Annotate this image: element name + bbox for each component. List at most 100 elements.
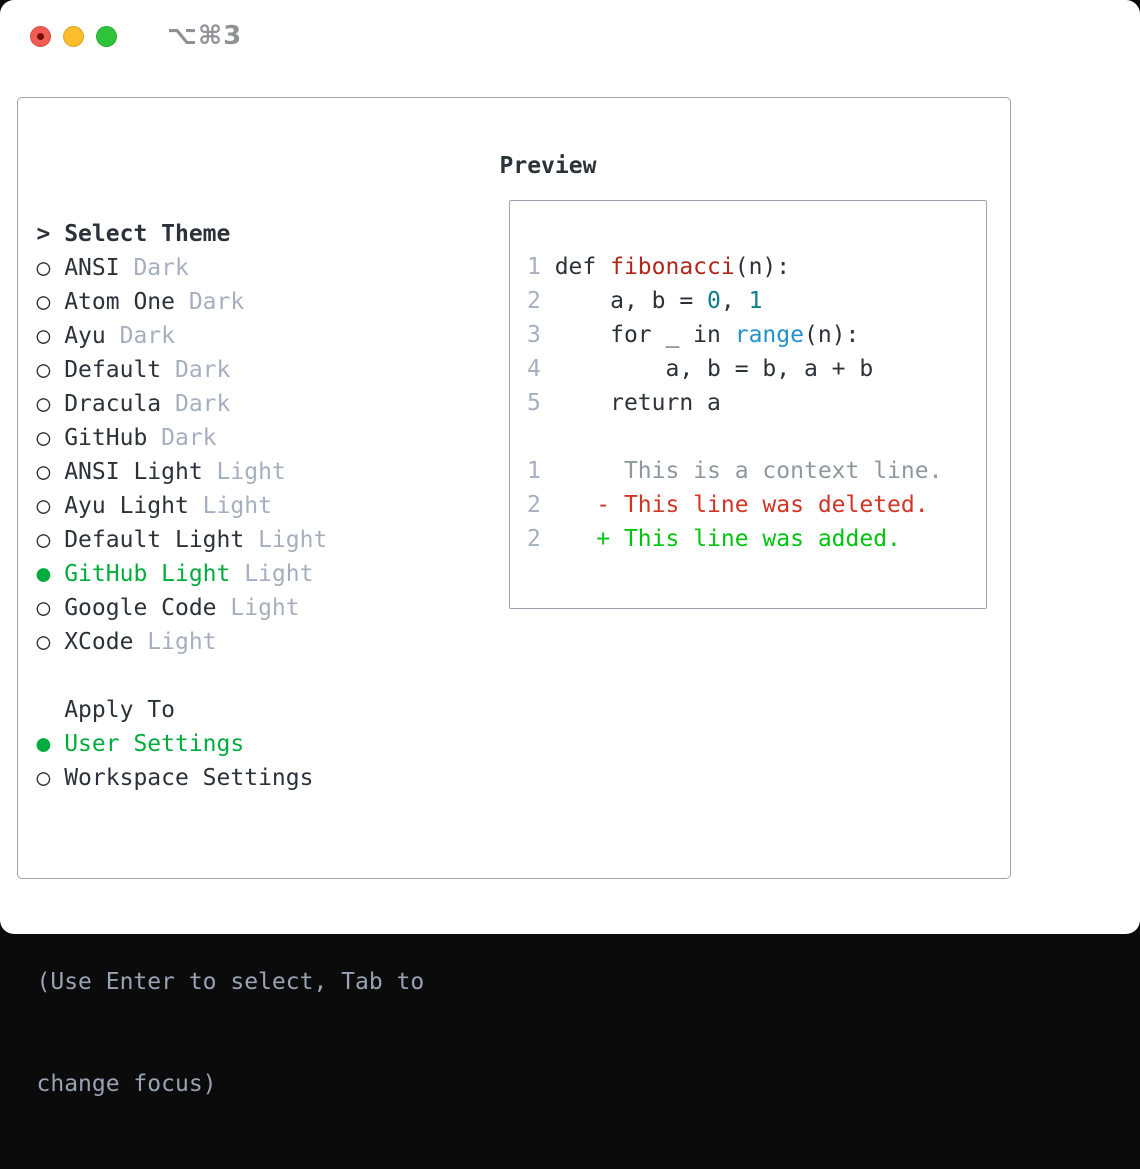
diff-line-deleted: 2 - This line was deleted. <box>527 488 986 522</box>
code-token: , <box>720 288 749 314</box>
code-token: fibonacci <box>610 254 735 280</box>
radio-selected-icon: ● <box>36 730 65 757</box>
theme-option-atom-one[interactable]: ○ Atom One Dark <box>37 285 425 319</box>
code-line: 5 return a <box>527 386 986 420</box>
theme-name: Ayu Light <box>64 492 189 519</box>
theme-list: > Select Theme○ ANSI Dark○ Atom One Dark… <box>37 217 425 795</box>
minimize-button[interactable] <box>63 26 84 47</box>
theme-option-github[interactable]: ○ GitHub Dark <box>37 421 425 455</box>
line-number: 4 <box>527 356 555 382</box>
space-marker <box>596 458 624 484</box>
apply-option-user-settings[interactable]: ● User Settings <box>37 727 425 761</box>
code-token: (n): <box>734 254 791 280</box>
theme-name: Default Light <box>64 526 245 553</box>
radio-icon: ○ <box>36 628 65 655</box>
theme-option-ayu[interactable]: ○ Ayu Dark <box>37 319 425 353</box>
theme-name: GitHub <box>64 424 148 451</box>
theme-name: Ayu <box>64 322 106 349</box>
minus-icon: - <box>596 492 624 518</box>
code-line: 3 for _ in range(n): <box>527 318 986 352</box>
radio-icon: ○ <box>36 390 65 417</box>
theme-option-github-light[interactable]: ● GitHub Light Light <box>37 557 425 591</box>
apply-option-label: User Settings <box>64 730 245 757</box>
theme-picker: > Select Theme○ ANSI Dark○ Atom One Dark… <box>37 149 425 1169</box>
radio-icon: ○ <box>36 288 65 315</box>
line-number: 2 <box>527 526 541 552</box>
radio-icon: ○ <box>36 424 65 451</box>
maximize-button[interactable] <box>96 26 117 47</box>
code-token: def <box>554 254 611 280</box>
theme-variant: Light <box>188 492 272 519</box>
theme-option-xcode[interactable]: ○ XCode Light <box>37 625 425 659</box>
app-window: ⌥⌘3 > Select Theme○ ANSI Dark○ Atom One … <box>0 0 1140 1097</box>
code-token: 1 <box>748 288 763 314</box>
theme-name: ANSI <box>64 254 120 281</box>
diff-text: This line was added. <box>623 526 901 552</box>
traffic-lights <box>30 26 117 47</box>
theme-picker-panel: > Select Theme○ ANSI Dark○ Atom One Dark… <box>17 97 1011 1097</box>
theme-name: XCode <box>64 628 134 655</box>
code-line: 1 def fibonacci(n): <box>527 250 986 284</box>
theme-name: Dracula <box>64 390 162 417</box>
radio-icon: ○ <box>36 356 65 383</box>
apply-to-label: Apply To <box>64 696 175 723</box>
code-token: a, b = b, a + b <box>554 356 874 382</box>
theme-variant: Light <box>133 628 217 655</box>
radio-selected-icon: ● <box>36 560 65 587</box>
radio-icon: ○ <box>36 492 65 519</box>
theme-option-dracula[interactable]: ○ Dracula Dark <box>37 387 425 421</box>
hint-text-line-1: (Use Enter to select, Tab to <box>36 968 425 995</box>
line-number: 3 <box>527 322 555 348</box>
theme-variant: Light <box>230 560 314 587</box>
select-theme-title: > Select Theme <box>37 217 425 251</box>
theme-option-ansi-light[interactable]: ○ ANSI Light Light <box>37 455 425 489</box>
theme-variant: Dark <box>147 424 217 451</box>
diff-text: This line was deleted. <box>623 492 929 518</box>
radio-icon: ○ <box>36 526 65 553</box>
theme-variant: Dark <box>174 288 245 315</box>
code-token: return a <box>554 390 721 416</box>
apply-option-workspace-settings[interactable]: ○ Workspace Settings <box>37 761 425 795</box>
prompt-caret-icon: > <box>36 220 65 247</box>
theme-variant: Dark <box>161 390 231 417</box>
theme-name: ANSI Light <box>64 458 203 485</box>
theme-variant: Light <box>244 526 328 553</box>
line-number: 2 <box>527 288 555 314</box>
theme-option-ansi[interactable]: ○ ANSI Dark <box>37 251 425 285</box>
theme-name: Google Code <box>64 594 217 621</box>
apply-to-title: Apply To <box>37 693 425 727</box>
theme-option-ayu-light[interactable]: ○ Ayu Light Light <box>37 489 425 523</box>
code-token: (n): <box>803 322 860 348</box>
theme-option-default-light[interactable]: ○ Default Light Light <box>37 523 425 557</box>
radio-icon: ○ <box>36 594 65 621</box>
code-line: 4 a, b = b, a + b <box>527 352 986 386</box>
keyboard-shortcut-label: ⌥⌘3 <box>167 21 243 51</box>
line-number: 1 <box>527 254 555 280</box>
close-button[interactable] <box>30 26 51 47</box>
line-number: 1 <box>527 458 541 484</box>
code-token: a, b = <box>554 288 708 314</box>
theme-variant: Light <box>202 458 286 485</box>
diff-text: This is a context line. <box>623 458 943 484</box>
theme-name: GitHub Light <box>64 560 231 587</box>
section-gap <box>37 863 425 897</box>
theme-variant: Dark <box>105 322 175 349</box>
theme-option-google-code[interactable]: ○ Google Code Light <box>37 591 425 625</box>
code-token: for _ in <box>554 322 735 348</box>
theme-variant: Dark <box>119 254 189 281</box>
select-theme-label: Select Theme <box>64 220 231 247</box>
theme-name: Default <box>64 356 162 383</box>
plus-icon: + <box>596 526 624 552</box>
radio-icon: ○ <box>36 254 65 281</box>
theme-option-default[interactable]: ○ Default Dark <box>37 353 425 387</box>
preview-title: Preview <box>499 152 597 179</box>
radio-icon: ○ <box>36 458 65 485</box>
radio-icon: ○ <box>36 322 65 349</box>
theme-variant: Dark <box>161 356 231 383</box>
line-number: 2 <box>527 492 541 518</box>
diff-line-added: 2 + This line was added. <box>527 522 986 556</box>
code-line: 2 a, b = 0, 1 <box>527 284 986 318</box>
diff-line-context: 1 This is a context line. <box>527 454 986 488</box>
section-gap <box>527 420 986 454</box>
